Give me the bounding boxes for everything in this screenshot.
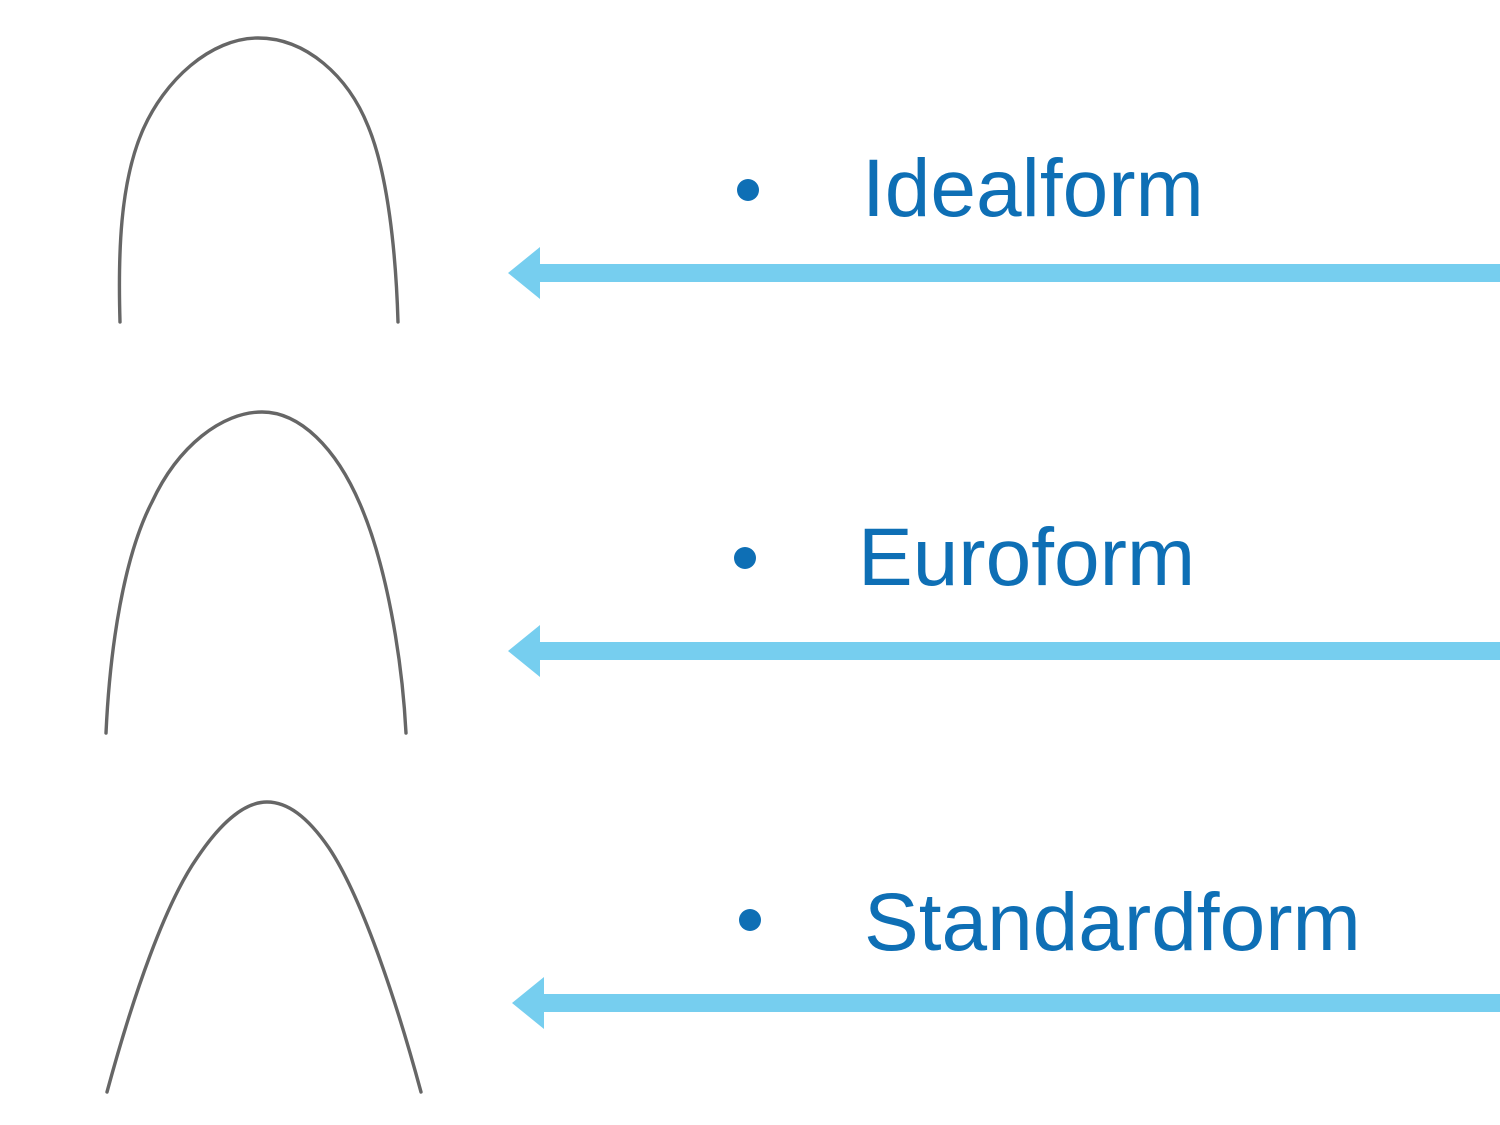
left-arrow-standardform-icon bbox=[512, 977, 1500, 1029]
bullet-idealform bbox=[737, 179, 759, 201]
label-standardform: Standardform bbox=[864, 877, 1361, 968]
archwire-idealform-image bbox=[117, 36, 400, 324]
label-euroform: Euroform bbox=[858, 512, 1196, 603]
bullet-euroform bbox=[734, 547, 756, 569]
archwire-euroform-image bbox=[104, 410, 408, 735]
label-idealform: Idealform bbox=[862, 143, 1204, 234]
left-arrow-idealform-icon bbox=[508, 247, 1500, 299]
left-arrow-euroform-icon bbox=[508, 625, 1500, 677]
archwire-standardform-image bbox=[105, 800, 423, 1094]
bullet-standardform bbox=[739, 909, 761, 931]
